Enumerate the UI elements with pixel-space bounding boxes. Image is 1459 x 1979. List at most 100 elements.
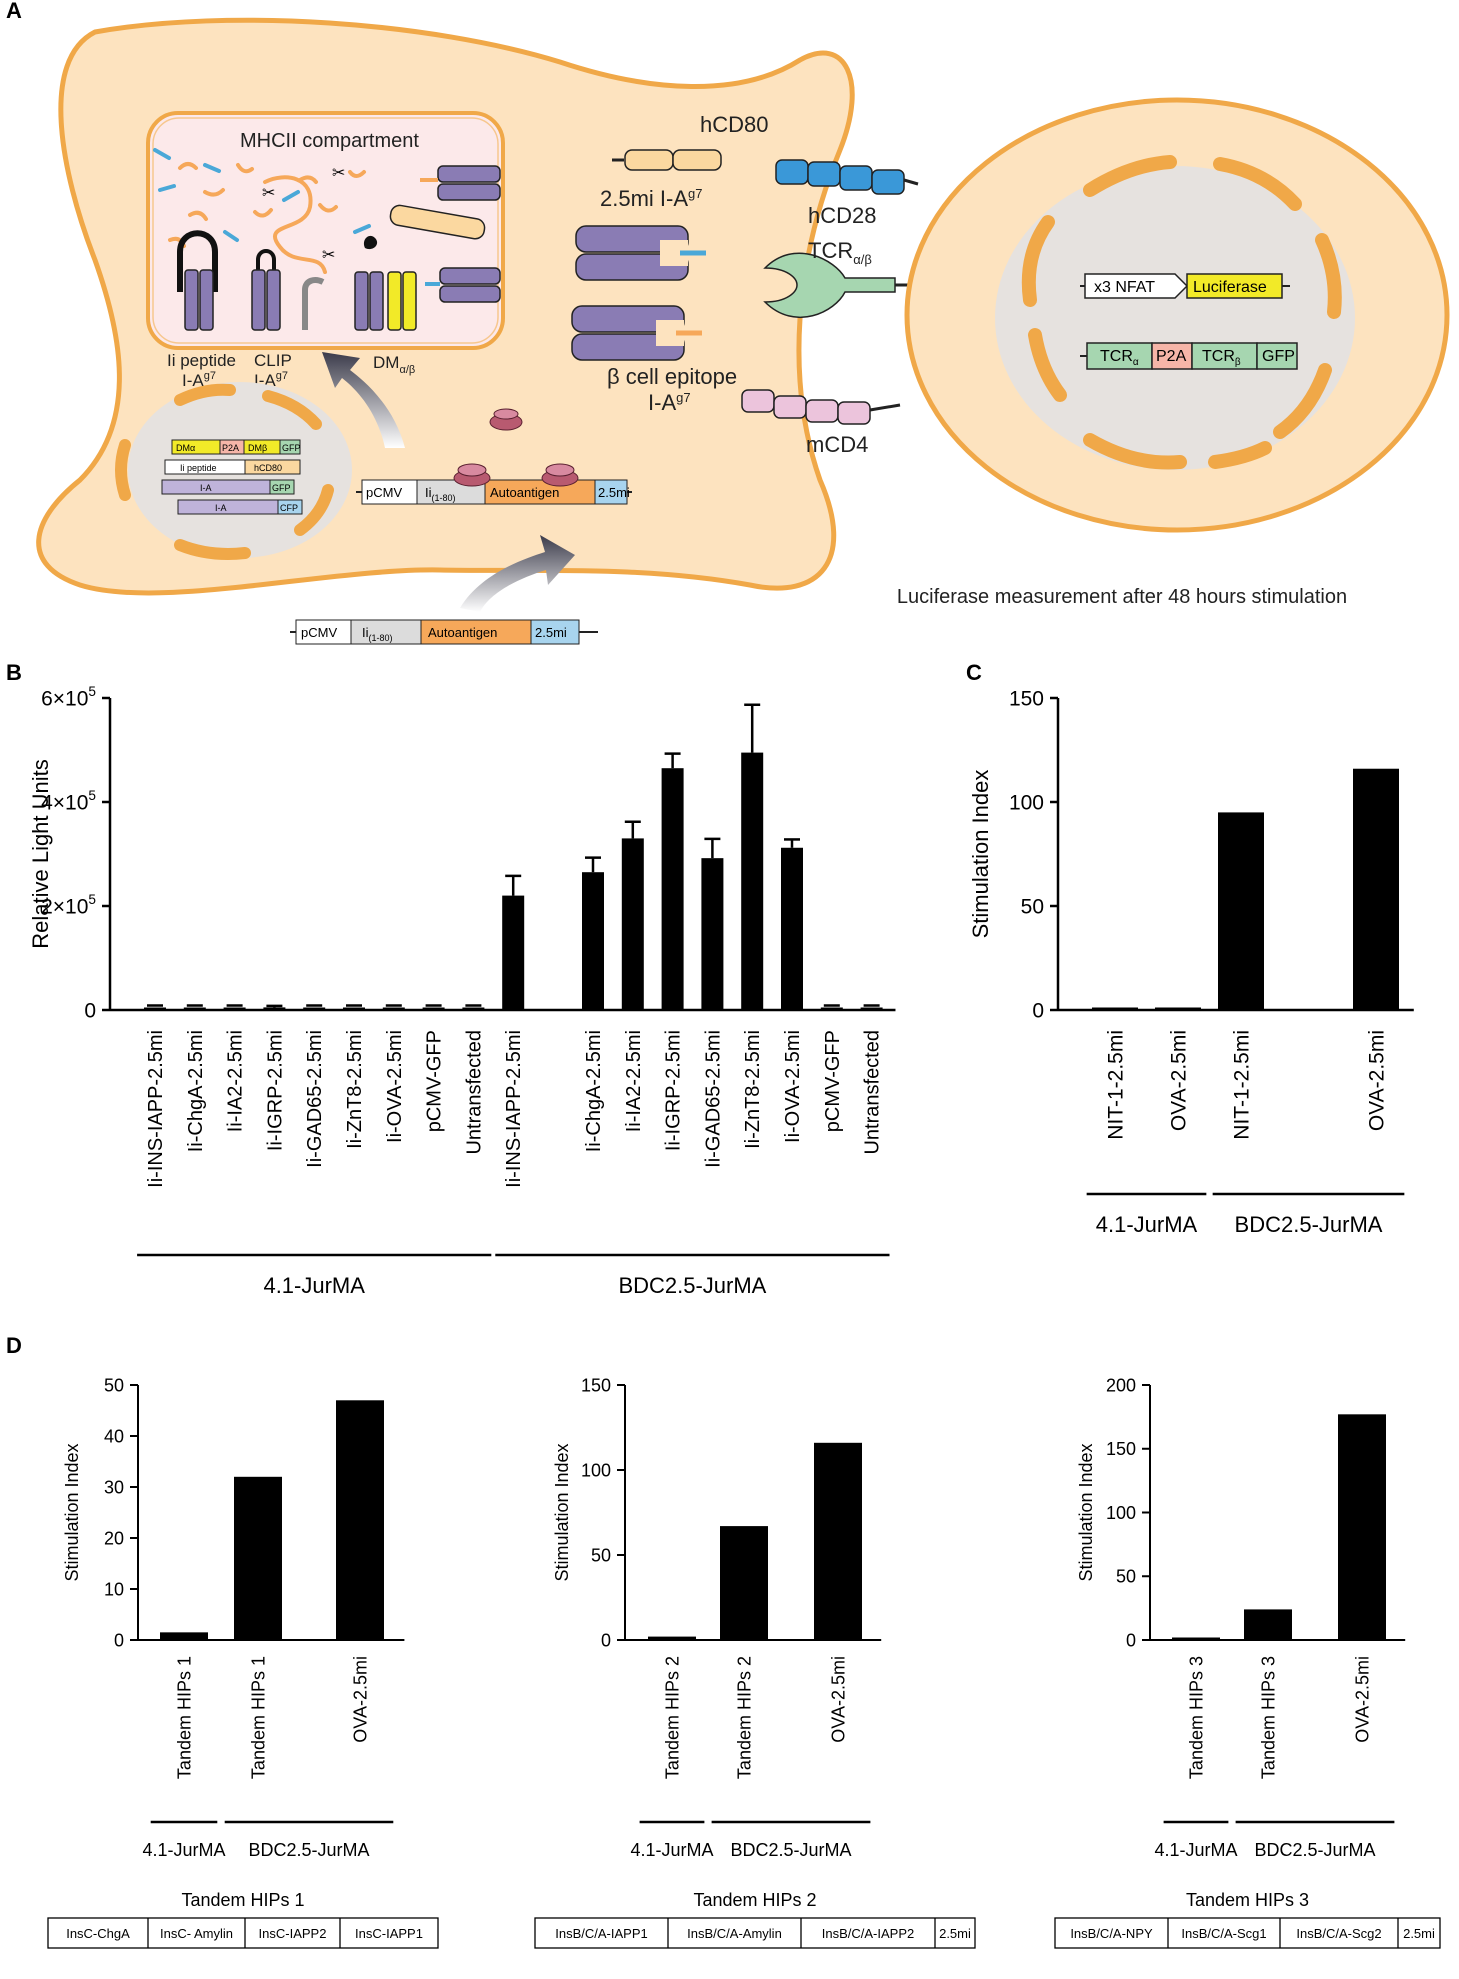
t-cell-nucleus-envelope — [1021, 155, 1342, 470]
y-tick-label: 150 — [581, 1375, 611, 1395]
y-tick-label: 100 — [1009, 791, 1044, 814]
y-tick-label: 20 — [104, 1528, 124, 1548]
surface-mcd4 — [741, 389, 901, 425]
bar — [303, 1007, 326, 1010]
ii-peptide-mhc-label: I-Ag7 — [182, 370, 216, 390]
category-label: Ii-IGRP-2.5mi — [264, 1030, 286, 1151]
group-label: BDC2.5-JurMA — [1254, 1840, 1375, 1860]
bar — [582, 872, 604, 1010]
schematic-panel-a: MHCII compartment ✂ ✂ ✂ — [36, 17, 1450, 645]
construct-ii: Ii(1-80) — [362, 625, 393, 643]
category-label: Ii-OVA-2.5mi — [384, 1030, 406, 1143]
construct-table-title: Tandem HIPs 2 — [693, 1890, 816, 1910]
mcd4-label: mCD4 — [806, 432, 868, 457]
construct-table — [534, 1917, 976, 1949]
hcd80-label: hCD80 — [700, 112, 768, 137]
category-label: OVA-2.5mi — [350, 1656, 370, 1743]
nucleus-gfp: GFP — [282, 443, 301, 453]
nucleus-envelope — [115, 383, 334, 560]
y-tick-label: 50 — [1021, 895, 1044, 918]
category-label: Ii-IA2-2.5mi — [225, 1030, 247, 1132]
y-axis-label: Stimulation Index — [968, 770, 993, 939]
bar — [781, 847, 803, 1010]
category-label: Ii-ZnT8-2.5mi — [344, 1030, 366, 1149]
y-tick-label: 0 — [84, 999, 96, 1022]
category-label: Ii-GAD65-2.5mi — [304, 1030, 326, 1168]
nucleus-ii-peptide: Ii peptide — [180, 463, 217, 473]
scissors-icon: ✂ — [322, 247, 335, 264]
y-tick-label: 50 — [1116, 1567, 1136, 1587]
category-label: Ii-ChgA-2.5mi — [185, 1030, 207, 1152]
gfp-label: GFP — [1262, 348, 1295, 365]
category-label: Untransfected — [862, 1030, 884, 1155]
category-label: OVA-2.5mi — [828, 1656, 848, 1743]
category-label: NIT-1-2.5mi — [1104, 1030, 1127, 1140]
y-tick-label: 0 — [1032, 999, 1044, 1022]
bar — [1244, 1609, 1292, 1640]
bar — [1155, 1007, 1201, 1010]
group-label: BDC2.5-JurMA — [1235, 1212, 1383, 1237]
bar — [720, 1526, 768, 1640]
y-tick-label: 4×105 — [41, 788, 96, 814]
bar — [160, 1632, 208, 1640]
internal-autoantigen: Autoantigen — [490, 485, 559, 500]
nucleus-dm-b: DMβ — [248, 443, 267, 453]
bar — [701, 858, 724, 1010]
nucleus-iab: I-A — [200, 483, 212, 493]
y-tick-label: 0 — [114, 1630, 124, 1650]
bar — [648, 1636, 696, 1640]
y-tick-label: 200 — [1106, 1375, 1136, 1395]
panel-label-b: B — [6, 660, 22, 685]
tcrb-label: TCRβ — [1202, 348, 1241, 368]
nucleus-hcd80: hCD80 — [254, 463, 282, 473]
bar — [336, 1400, 384, 1640]
dm-label: DMα/β — [373, 353, 415, 376]
bar — [741, 752, 764, 1010]
category-label: Tandem HIPs 1 — [174, 1656, 194, 1779]
category-label: Untransfected — [463, 1030, 485, 1155]
bar — [422, 1007, 445, 1010]
category-label: Tandem HIPs 2 — [734, 1656, 754, 1779]
luciferase-label: Luciferase — [1193, 279, 1267, 296]
y-tick-label: 30 — [104, 1477, 124, 1497]
category-label: Tandem HIPs 1 — [248, 1656, 268, 1779]
bar — [621, 838, 644, 1010]
surface-25mi-mhc — [575, 225, 706, 281]
group-label: 4.1-JurMA — [630, 1840, 713, 1860]
bar — [502, 895, 525, 1010]
nucleus-iaa: I-A — [215, 503, 227, 513]
bar — [1172, 1637, 1220, 1640]
surface-beta-epitope-mhc — [571, 305, 702, 361]
construct-autoantigen: Autoantigen — [428, 625, 497, 640]
bar — [1218, 812, 1264, 1010]
peptide-fragments — [153, 148, 371, 274]
group-label: BDC2.5-JurMA — [730, 1840, 851, 1860]
y-tick-label: 10 — [104, 1579, 124, 1599]
category-label: pCMV-GFP — [822, 1030, 844, 1132]
beta-epitope-mhc-label: I-Ag7 — [648, 390, 691, 415]
bar — [661, 768, 684, 1010]
mhc-ii-peptide — [177, 230, 218, 331]
table-cell: InsC-IAPP1 — [355, 1926, 423, 1941]
y-tick-label: 100 — [581, 1460, 611, 1480]
table-cell: InsB/C/A-IAPP1 — [555, 1926, 647, 1941]
table-cell: 2.5mi — [939, 1926, 971, 1941]
measurement-note: Luciferase measurement after 48 hours st… — [897, 586, 1347, 608]
surface-hcd28 — [775, 159, 919, 195]
construct-table — [47, 1917, 439, 1949]
category-label: Ii-IA2-2.5mi — [623, 1030, 645, 1132]
category-label: OVA-2.5mi — [1365, 1030, 1388, 1131]
bar — [144, 1007, 166, 1010]
bar — [462, 1007, 485, 1010]
construct-25mi: 2.5mi — [535, 625, 567, 640]
y-tick-label: 50 — [104, 1375, 124, 1395]
y-tick-label: 6×105 — [41, 684, 96, 710]
y-axis-label: Stimulation Index — [552, 1443, 572, 1581]
hcd28-label: hCD28 — [808, 203, 876, 228]
internal-25mi: 2.5mi — [598, 485, 630, 500]
bar — [263, 1007, 286, 1010]
y-tick-label: 150 — [1106, 1439, 1136, 1459]
dm-molecule — [354, 235, 417, 331]
